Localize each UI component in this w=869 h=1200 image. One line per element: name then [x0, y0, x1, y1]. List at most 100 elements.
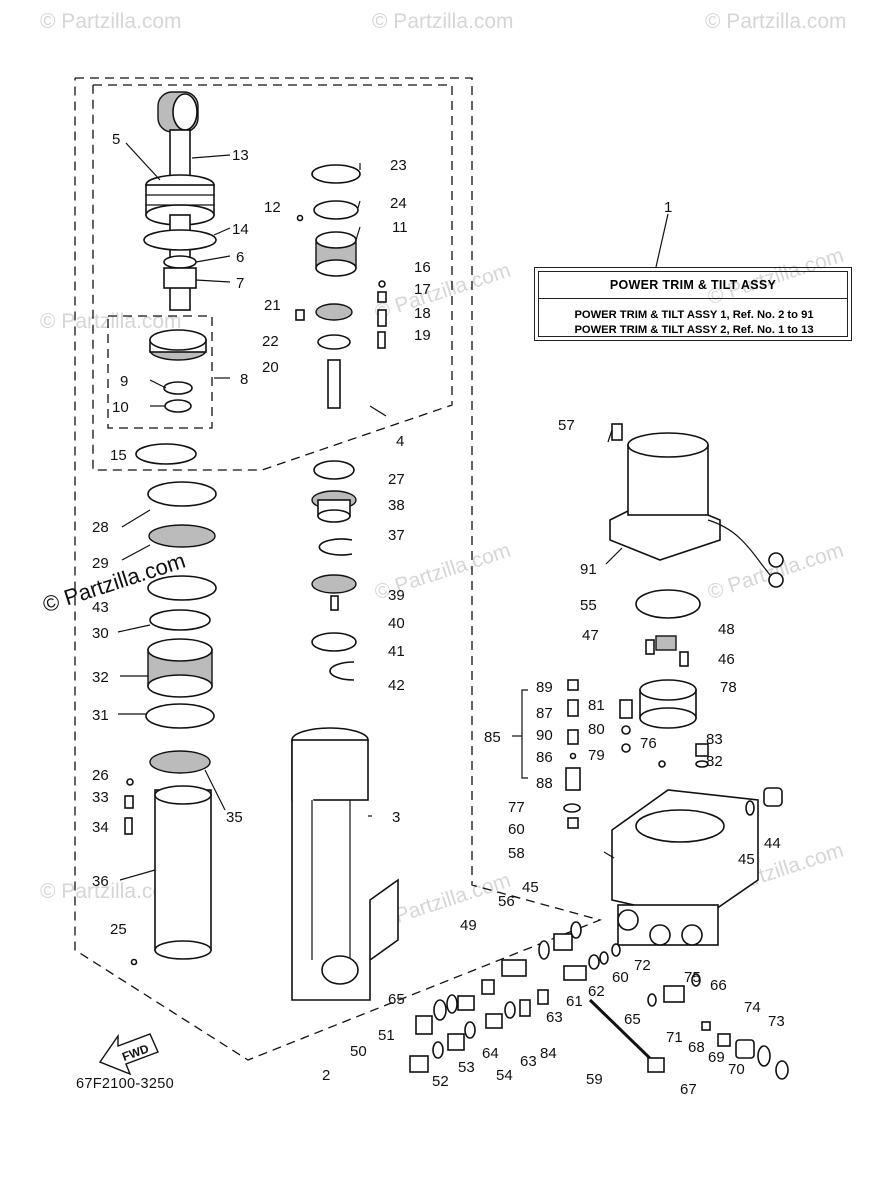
callout: 85	[484, 729, 501, 746]
part-31-oring	[145, 703, 215, 729]
callout: 53	[458, 1059, 475, 1076]
callout: 73	[768, 1013, 785, 1030]
callout: 34	[92, 819, 109, 836]
part-58-pump-body	[611, 789, 759, 946]
bolt	[327, 359, 341, 409]
part-78-reservoir	[639, 679, 697, 729]
assembly-title-box: POWER TRIM & TILT ASSY POWER TRIM & TILT…	[534, 267, 852, 341]
part-41-oring	[311, 632, 357, 652]
callout: 65	[624, 1011, 641, 1028]
callout: 45	[738, 851, 755, 868]
callout: 63	[546, 1009, 563, 1026]
callout: 22	[262, 333, 279, 350]
callout: 56	[498, 893, 515, 910]
callout: 29	[92, 555, 109, 572]
part-20-washer	[317, 334, 351, 350]
part-57-bolt	[611, 423, 623, 441]
callout: 54	[496, 1067, 513, 1084]
part-33-plug	[124, 795, 134, 809]
callout: 27	[388, 471, 405, 488]
callout: 10	[112, 399, 129, 416]
callout: 6	[236, 249, 244, 266]
title-heading: POWER TRIM & TILT ASSY	[609, 278, 777, 292]
part-47-bolt	[645, 639, 655, 655]
callout: 30	[92, 625, 109, 642]
callout: 15	[110, 447, 127, 464]
part-6-ring	[163, 255, 197, 269]
callout: 66	[710, 977, 727, 994]
callout: 79	[588, 747, 605, 764]
part-27-oring	[313, 460, 355, 480]
watermark: © Partzilla.com	[372, 10, 514, 33]
callout: 82	[706, 753, 723, 770]
callout: 60	[612, 969, 629, 986]
watermark: © Partzilla.com	[705, 10, 847, 33]
part-34-spring	[124, 817, 133, 835]
callout: 83	[706, 731, 723, 748]
callout: 81	[588, 697, 605, 714]
part-28-ring	[147, 481, 217, 507]
callout: 64	[482, 1045, 499, 1062]
callout: 84	[540, 1045, 557, 1062]
part-40-pin	[330, 595, 339, 611]
diagram-code: 67F2100-3250	[76, 1076, 174, 1092]
part-38-seal	[311, 490, 357, 523]
callout-labels: 1 2 3 4 5 6 7 8 9 10 11 12 13 14 15 16 1…	[92, 131, 785, 1098]
assembly-boundary-4	[92, 84, 453, 471]
part-3-cylinder-body	[291, 727, 399, 1001]
callout: 19	[414, 327, 431, 344]
title-line-2: POWER TRIM & TILT ASSY 2, Ref. No. 1 to …	[574, 324, 814, 336]
callout: 89	[536, 679, 553, 696]
fwd-arrow-icon: FWD	[98, 1033, 159, 1076]
callout: 1	[664, 199, 672, 216]
part-17-screw	[377, 291, 387, 303]
callout: 43	[92, 599, 109, 616]
callout: 25	[110, 921, 127, 938]
part-26-ball	[126, 778, 134, 786]
part-42-clip	[329, 661, 355, 681]
callout: 41	[388, 643, 405, 660]
callout: 8	[240, 371, 248, 388]
callout: 70	[728, 1061, 745, 1078]
callout: 33	[92, 789, 109, 806]
callout: 35	[226, 809, 243, 826]
callout: 12	[264, 199, 281, 216]
callout: 18	[414, 305, 431, 322]
part-83-plug	[695, 743, 709, 757]
callout: 14	[232, 221, 249, 238]
part-48-cap	[655, 635, 677, 651]
callout: 46	[718, 651, 735, 668]
callout: 7	[236, 275, 244, 292]
callout: 50	[350, 1043, 367, 1060]
part-19-spring	[377, 331, 386, 349]
callout: 21	[264, 297, 281, 314]
callout: 47	[582, 627, 599, 644]
callout: 69	[708, 1049, 725, 1066]
part-12-ball	[296, 214, 304, 222]
callout: 75	[684, 969, 701, 986]
callout: 26	[92, 767, 109, 784]
callout: 5	[112, 131, 120, 148]
callout: 91	[580, 561, 597, 578]
valve-train	[409, 921, 789, 1080]
callout: 71	[666, 1029, 683, 1046]
part-29-plate	[148, 524, 216, 548]
part-43-ring	[147, 575, 217, 601]
callout: 40	[388, 615, 405, 632]
part-88-piston	[565, 767, 581, 791]
part-23-oring	[311, 164, 361, 184]
part-46-bolt	[679, 651, 689, 667]
callout: 44	[764, 835, 781, 852]
callout: 86	[536, 749, 553, 766]
part-55-oring	[635, 589, 701, 619]
part-89-cap	[567, 679, 579, 691]
callout: 39	[388, 587, 405, 604]
callout: 51	[378, 1027, 395, 1044]
callout: 17	[414, 281, 431, 298]
part-82-oring	[695, 760, 709, 768]
part-86-ball	[569, 752, 577, 760]
part-11-piston	[315, 231, 357, 277]
title-line-1: POWER TRIM & TILT ASSY 1, Ref. No. 2 to …	[574, 309, 814, 321]
